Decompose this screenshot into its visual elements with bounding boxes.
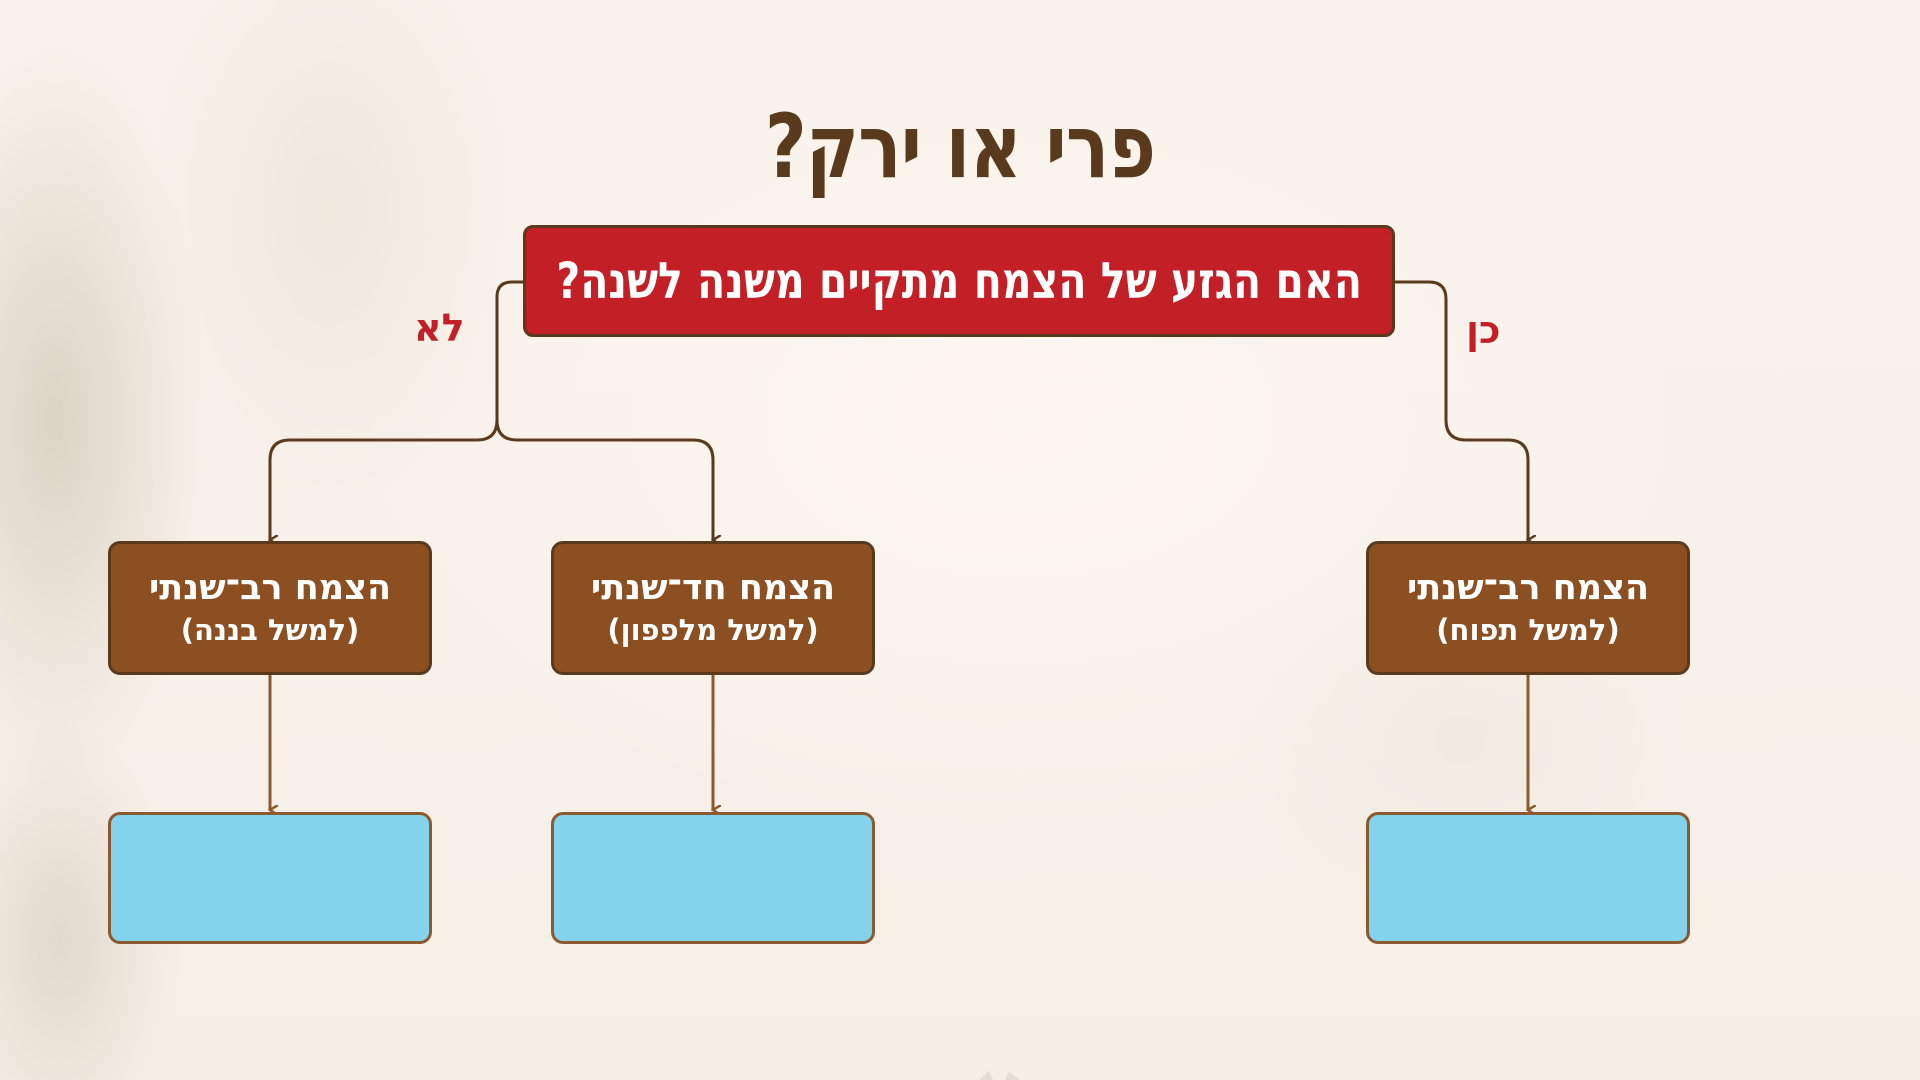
node-title: הצמח רב־שנתי [1407,568,1650,608]
answer-box-cucumber[interactable] [551,812,875,944]
node-title: הצמח חד־שנתי [590,568,836,608]
result-node-apple: הצמח רב־שנתי (למשל תפוח) [1366,541,1690,675]
result-node-cucumber: הצמח חד־שנתי (למשל מלפפון) [551,541,875,675]
decorative-leaf-icon [979,1071,1019,1080]
page-title: פרי או ירק? [764,95,1156,198]
question-text: האם הגזע של הצמח מתקיים משנה לשנה? [556,252,1362,310]
answer-box-apple[interactable] [1366,812,1690,944]
branch-label-yes: כן [1466,308,1501,352]
node-example: (למשל תפוח) [1436,613,1620,647]
no-branch-connector-right [495,419,713,540]
question-box: האם הגזע של הצמח מתקיים משנה לשנה? [523,225,1395,337]
node-example: (למשל מלפפון) [607,613,819,647]
answer-box-banana[interactable] [108,812,432,944]
branch-label-no: לא [414,306,465,350]
yes-branch-connector [1395,280,1528,540]
result-node-banana: הצמח רב־שנתי (למשל בננה) [108,541,432,675]
node-title: הצמח רב־שנתי [149,568,392,608]
node-example: (למשל בננה) [180,613,360,647]
no-branch-connector [270,280,523,540]
